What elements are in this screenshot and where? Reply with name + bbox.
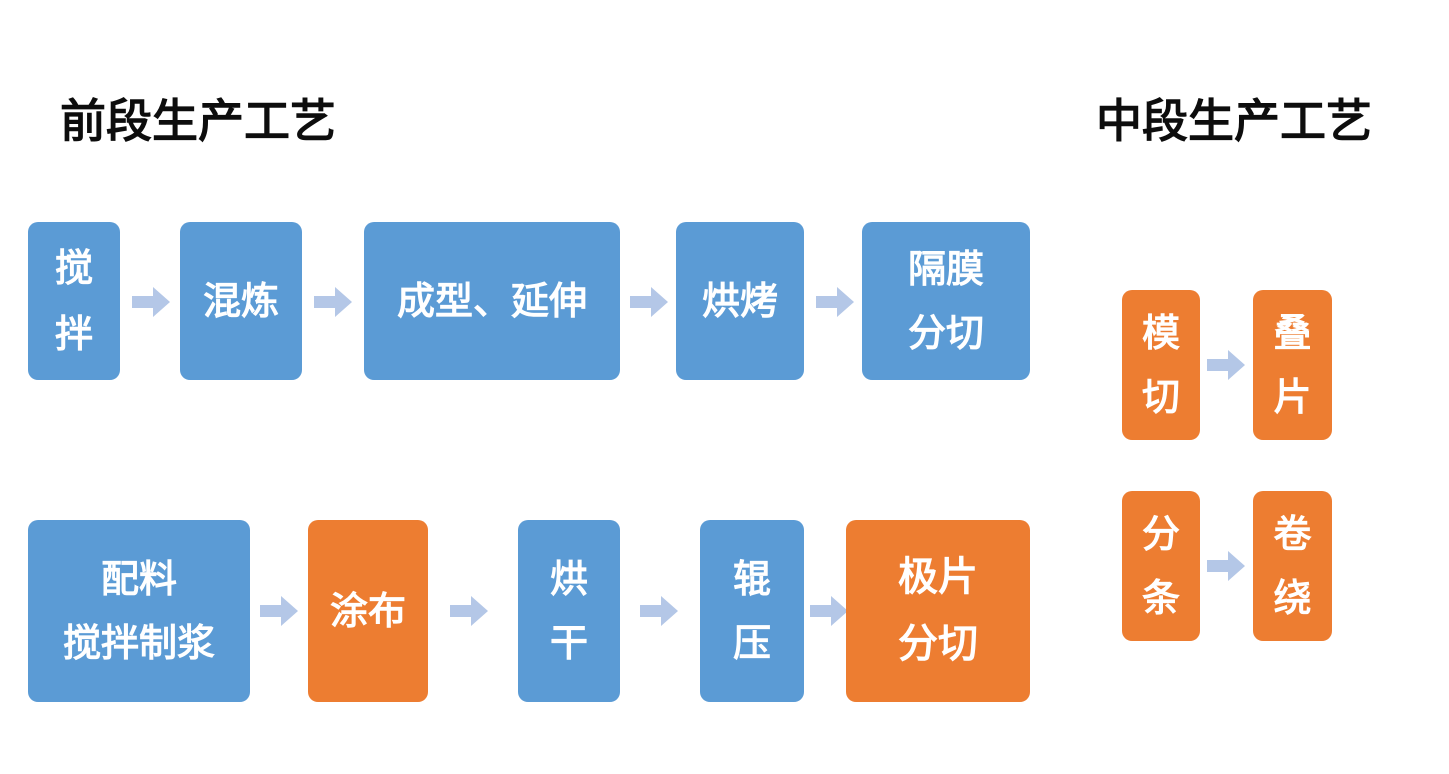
node-line: 烘烤 [701, 278, 778, 323]
node-line: 烘 [549, 556, 588, 601]
node-line: 极片 [898, 554, 978, 601]
node-line: 涂布 [329, 588, 406, 633]
process-node-jipian-fenqie[interactable]: 极片 分切 [846, 520, 1030, 702]
section-title-front-stage: 前段生产工艺 [60, 94, 336, 148]
node-line: 条 [1141, 575, 1180, 620]
process-node-chengxing-yanshen[interactable]: 成型、延伸 [364, 222, 620, 380]
node-line: 绕 [1273, 575, 1312, 620]
process-node-juanrao[interactable]: 卷 绕 [1253, 491, 1332, 641]
process-node-hunlian[interactable]: 混炼 [180, 222, 302, 380]
flow-arrow-icon [450, 596, 488, 626]
node-line: 干 [549, 620, 588, 665]
node-line: 压 [732, 620, 771, 665]
node-line: 拌 [54, 311, 93, 356]
node-line: 搅 [54, 245, 93, 290]
process-node-honggan[interactable]: 烘 干 [518, 520, 620, 702]
flow-arrow-icon [810, 596, 848, 626]
process-node-tubu[interactable]: 涂布 [308, 520, 428, 702]
process-node-diepian[interactable]: 叠 片 [1253, 290, 1332, 440]
flow-arrow-icon [640, 596, 678, 626]
process-node-gemo-fenqie[interactable]: 隔膜 分切 [862, 222, 1030, 380]
node-line: 分 [1141, 512, 1180, 557]
process-node-fentiao[interactable]: 分 条 [1122, 491, 1200, 641]
node-line: 片 [1273, 374, 1312, 419]
node-line: 成型、延伸 [396, 278, 587, 323]
node-line: 搅拌制浆 [62, 620, 215, 665]
node-line: 隔膜 [907, 246, 984, 291]
flow-arrow-icon [1207, 551, 1245, 581]
flow-arrow-icon [314, 287, 352, 317]
node-line: 分切 [898, 621, 978, 668]
node-line: 卷 [1273, 512, 1312, 557]
process-node-jiaoban[interactable]: 搅 拌 [28, 222, 120, 380]
process-node-gunya[interactable]: 辊 压 [700, 520, 804, 702]
flow-arrow-icon [132, 287, 170, 317]
node-line: 分切 [907, 310, 984, 355]
node-line: 切 [1141, 374, 1180, 419]
flow-arrow-icon [260, 596, 298, 626]
node-line: 辊 [732, 556, 771, 601]
process-node-moqie[interactable]: 模 切 [1122, 290, 1200, 440]
node-line: 叠 [1273, 311, 1312, 356]
node-line: 模 [1141, 311, 1180, 356]
node-line: 混炼 [202, 278, 279, 323]
section-title-mid-stage: 中段生产工艺 [1096, 94, 1372, 148]
flow-arrow-icon [1207, 350, 1245, 380]
process-node-peiliao-jiaoban-zhijiang[interactable]: 配料 搅拌制浆 [28, 520, 250, 702]
process-node-hongkao[interactable]: 烘烤 [676, 222, 804, 380]
flow-arrow-icon [630, 287, 668, 317]
flow-arrow-icon [816, 287, 854, 317]
node-line: 配料 [100, 556, 177, 601]
